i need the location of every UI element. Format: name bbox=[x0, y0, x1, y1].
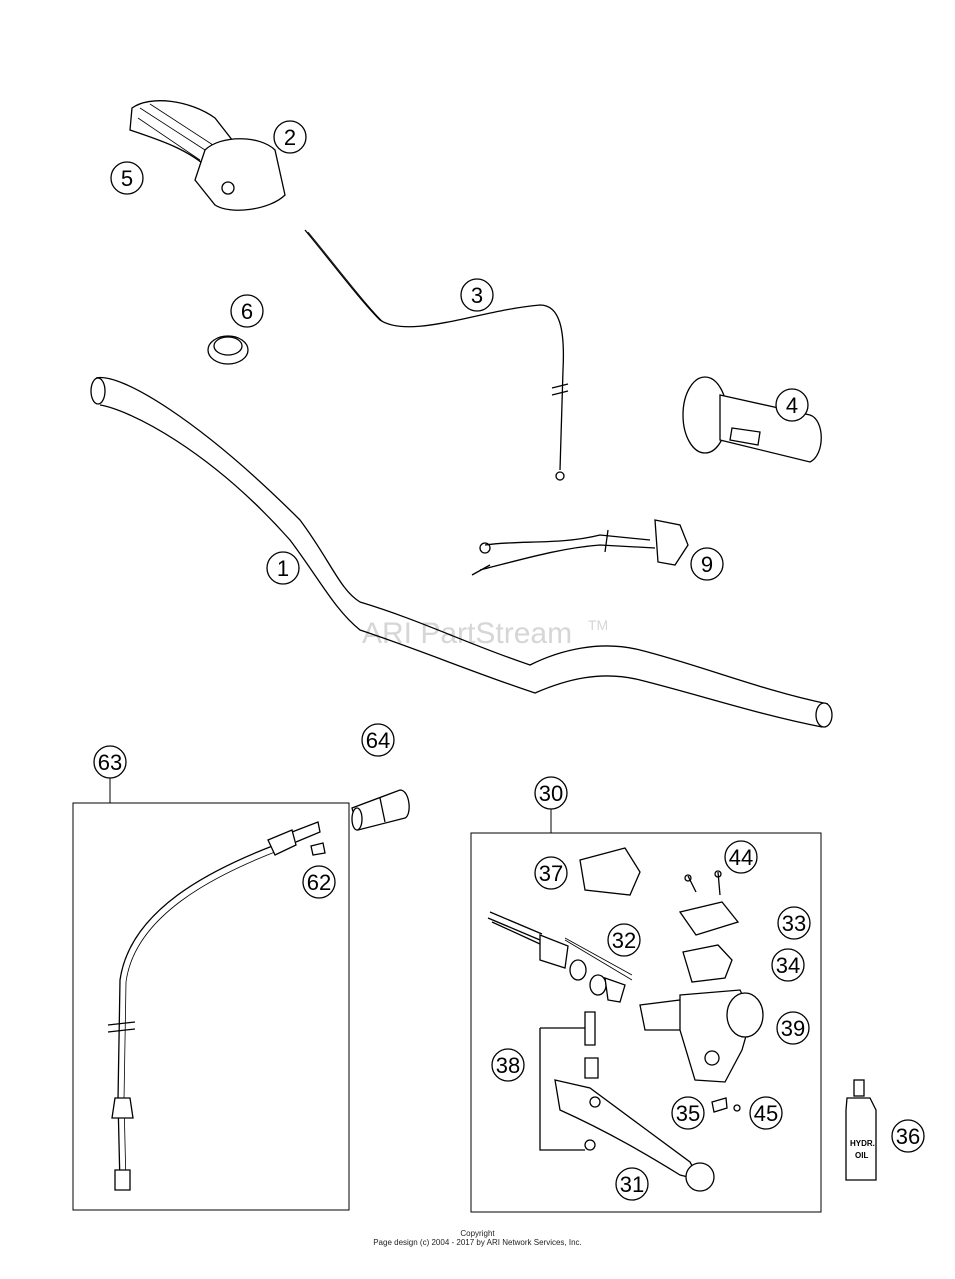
callout-number: 34 bbox=[776, 953, 800, 978]
callout-number: 62 bbox=[307, 870, 331, 895]
callout-number: 44 bbox=[729, 845, 753, 870]
callout-35: 35 bbox=[671, 1096, 705, 1130]
callout-number: 31 bbox=[620, 1172, 644, 1197]
callout-number: 33 bbox=[782, 911, 806, 936]
callout-number: 5 bbox=[121, 166, 133, 191]
callout-circle bbox=[777, 906, 811, 940]
oil-bottle bbox=[845, 1079, 877, 1181]
callout-circle bbox=[690, 547, 724, 581]
callout-number: 37 bbox=[539, 861, 563, 886]
callout-39: 39 bbox=[776, 1011, 810, 1045]
callout-number: 2 bbox=[284, 125, 296, 150]
footer-design: Page design (c) 2004 - 2017 by ARI Netwo… bbox=[373, 1238, 582, 1247]
callout-36: 36 bbox=[891, 1119, 925, 1153]
callout-circle bbox=[771, 948, 805, 982]
callout-3: 3 bbox=[460, 278, 494, 312]
callout-number: 64 bbox=[366, 728, 390, 753]
callout-31: 31 bbox=[615, 1167, 649, 1201]
callout-circle bbox=[724, 840, 758, 874]
bracket bbox=[711, 1097, 728, 1113]
callout-44: 44 bbox=[724, 840, 758, 874]
screws bbox=[684, 870, 722, 896]
watermark-tm: TM bbox=[588, 617, 608, 633]
callout-circle bbox=[491, 1048, 525, 1082]
callout-circle bbox=[266, 551, 300, 585]
callout-number: 9 bbox=[701, 552, 713, 577]
pivot-bolt-kit bbox=[539, 1011, 599, 1151]
callout-38: 38 bbox=[491, 1048, 525, 1082]
callout-circle bbox=[607, 923, 641, 957]
callout-2: 2 bbox=[273, 120, 307, 154]
callout-number: 35 bbox=[676, 1101, 700, 1126]
kit-box-63 bbox=[72, 802, 350, 1211]
callout-number: 4 bbox=[786, 393, 798, 418]
oil-label-1: HYDR. bbox=[850, 1139, 875, 1148]
callout-number: 30 bbox=[539, 781, 563, 806]
throttle-cable bbox=[304, 229, 569, 481]
callout-number: 63 bbox=[98, 750, 122, 775]
reservoir-cover bbox=[678, 901, 740, 936]
callout-circle bbox=[93, 745, 127, 779]
callout-circle bbox=[534, 776, 568, 810]
callout-circle bbox=[534, 856, 568, 890]
callout-number: 32 bbox=[612, 928, 636, 953]
kill-switch bbox=[471, 519, 689, 576]
master-cylinder bbox=[639, 989, 764, 1083]
small-screw bbox=[733, 1104, 741, 1112]
callout-37: 37 bbox=[534, 856, 568, 890]
throttle-grip bbox=[129, 100, 286, 211]
callout-number: 36 bbox=[896, 1124, 920, 1149]
clutch-line bbox=[107, 821, 326, 1191]
callout-1: 1 bbox=[266, 551, 300, 585]
callout-30: 30 bbox=[534, 776, 568, 810]
callout-circle bbox=[615, 1167, 649, 1201]
callout-45: 45 bbox=[749, 1096, 783, 1130]
kit-box-30 bbox=[470, 832, 822, 1213]
rubber-cover bbox=[351, 789, 410, 831]
oil-label-2: OIL bbox=[855, 1151, 868, 1160]
callout-circle bbox=[460, 278, 494, 312]
footer-copyright: Copyright bbox=[460, 1229, 495, 1238]
callout-5: 5 bbox=[110, 161, 144, 195]
callout-34: 34 bbox=[771, 948, 805, 982]
callout-circle bbox=[273, 120, 307, 154]
callout-circle bbox=[776, 1011, 810, 1045]
watermark: ARI PartStream bbox=[362, 617, 572, 650]
callout-circle bbox=[361, 723, 395, 757]
callout-32: 32 bbox=[607, 923, 641, 957]
callout-number: 6 bbox=[241, 299, 253, 324]
brake-lever bbox=[554, 1079, 715, 1192]
handlebar bbox=[90, 376, 833, 728]
diaphragm bbox=[682, 944, 733, 983]
callout-circle bbox=[671, 1096, 705, 1130]
callout-6: 6 bbox=[230, 294, 264, 328]
ring bbox=[207, 335, 249, 365]
callout-33: 33 bbox=[777, 906, 811, 940]
callout-4: 4 bbox=[775, 388, 809, 422]
callout-circle bbox=[891, 1119, 925, 1153]
callout-circle bbox=[110, 161, 144, 195]
callout-number: 1 bbox=[277, 556, 289, 581]
clamp bbox=[579, 847, 641, 896]
callout-circle bbox=[749, 1096, 783, 1130]
callout-62: 62 bbox=[302, 865, 336, 899]
callout-number: 3 bbox=[471, 283, 483, 308]
piston-kit bbox=[487, 911, 633, 1003]
callout-number: 39 bbox=[781, 1016, 805, 1041]
grip bbox=[682, 376, 822, 463]
callout-number: 45 bbox=[754, 1101, 778, 1126]
callout-circle bbox=[775, 388, 809, 422]
callout-9: 9 bbox=[690, 547, 724, 581]
callout-number: 38 bbox=[496, 1053, 520, 1078]
callout-63: 63 bbox=[93, 745, 127, 779]
callout-circle bbox=[230, 294, 264, 328]
callout-64: 64 bbox=[361, 723, 395, 757]
callout-circle bbox=[302, 865, 336, 899]
